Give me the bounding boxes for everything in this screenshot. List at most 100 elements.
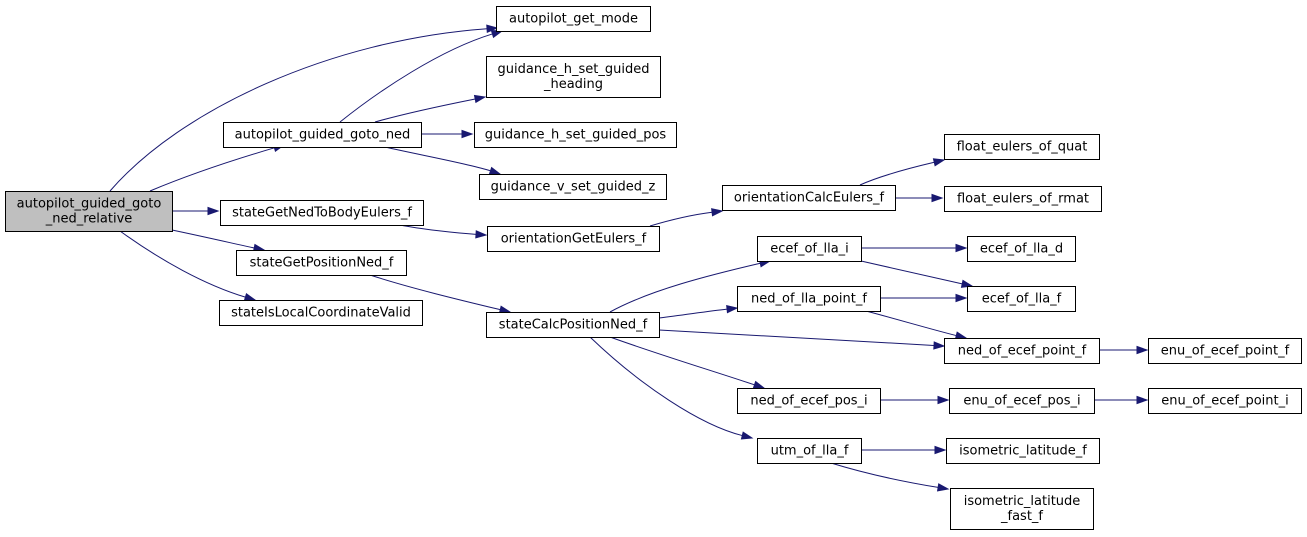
edge-eoli-to-eolf: [860, 260, 974, 288]
edge-agn-to-ghsp: [421, 129, 474, 139]
arrowhead: [933, 341, 946, 350]
node-box: [967, 286, 1076, 312]
arrowhead: [931, 193, 944, 203]
node-sgpn[interactable]: stateGetPositionNed_f: [236, 250, 407, 276]
arrowhead: [475, 230, 488, 239]
arrowhead: [954, 331, 968, 340]
node-eoli[interactable]: ecef_of_lla_i: [757, 236, 862, 262]
node-ghsp[interactable]: guidance_h_set_guided_pos: [474, 122, 677, 148]
node-label: _heading: [543, 77, 603, 92]
node-oce[interactable]: orientationCalcEulers_f: [722, 185, 896, 211]
node-box: [479, 174, 667, 200]
node-label: stateCalcPositionNed_f: [499, 318, 648, 333]
node-label: _ned_relative: [45, 212, 133, 227]
node-oge[interactable]: orientationGetEulers_f: [487, 226, 660, 252]
node-label: ecef_of_lla_f: [982, 292, 1062, 307]
arrowhead: [207, 206, 220, 216]
node-noepi[interactable]: ned_of_ecef_pos_i: [737, 388, 881, 414]
node-nolp[interactable]: ned_of_lla_point_f: [737, 286, 881, 312]
edge-line: [860, 260, 963, 285]
node-label: ecef_of_lla_d: [980, 242, 1063, 257]
edge-line: [865, 310, 957, 337]
arrowhead: [488, 166, 502, 175]
node-eoepi[interactable]: enu_of_ecef_pos_i: [949, 388, 1095, 414]
edge-line: [658, 308, 728, 319]
edge-line: [171, 229, 255, 249]
edge-root-to-sgpn: [171, 229, 266, 252]
node-sgnbe[interactable]: stateGetNedToBodyEulers_f: [220, 200, 424, 226]
node-agm[interactable]: autopilot_get_mode: [496, 6, 651, 32]
edge-oge-to-oce: [649, 208, 724, 227]
node-box: [967, 236, 1076, 262]
nodes-layer: autopilot_guided_goto_ned_relative autopi…: [5, 6, 1302, 530]
arrowhead: [1136, 395, 1149, 405]
node-silcv[interactable]: stateIsLocalCoordinateValid: [219, 300, 423, 326]
edge-oce-to-fer: [895, 193, 944, 203]
node-feq[interactable]: float_eulers_of_quat: [944, 134, 1100, 160]
node-box: [757, 236, 862, 262]
node-eoepti[interactable]: enu_of_ecef_point_i: [1148, 388, 1302, 414]
edge-root-to-sgnbe: [172, 206, 220, 216]
edge-noepi-to-eoepi: [880, 395, 950, 405]
arrowhead: [726, 304, 739, 314]
node-box: [950, 488, 1094, 530]
node-ghsh[interactable]: guidance_h_set_guided_heading: [486, 56, 661, 98]
node-label: isometric_latitude: [964, 494, 1081, 509]
edge-line: [369, 274, 501, 311]
node-box: [223, 122, 422, 148]
node-eoepf[interactable]: enu_of_ecef_point_f: [1148, 338, 1302, 364]
edge-line: [399, 224, 477, 235]
arrowhead: [937, 395, 950, 405]
edge-line: [339, 33, 493, 123]
node-box: [236, 250, 407, 276]
node-eold[interactable]: ecef_of_lla_d: [967, 236, 1076, 262]
node-label: stateGetPositionNed_f: [250, 256, 394, 271]
node-label: enu_of_ecef_pos_i: [963, 394, 1080, 409]
node-gvsz[interactable]: guidance_v_set_guided_z: [479, 174, 667, 200]
edge-line: [109, 28, 488, 192]
edge-agn-to-agm: [339, 30, 504, 123]
node-box: [486, 312, 660, 338]
arrowhead: [934, 445, 947, 455]
edge-line: [589, 336, 743, 437]
node-label: enu_of_ecef_point_f: [1161, 344, 1290, 359]
node-box: [737, 286, 881, 312]
node-ilf[interactable]: isometric_latitude_f: [946, 438, 1100, 464]
node-label: ned_of_ecef_pos_i: [750, 394, 867, 409]
node-ilff[interactable]: isometric_latitude_fast_f: [950, 488, 1094, 530]
edge-line: [609, 262, 761, 313]
node-eolf[interactable]: ecef_of_lla_f: [967, 286, 1076, 312]
edge-line: [649, 211, 713, 227]
node-scpn[interactable]: stateCalcPositionNed_f: [486, 312, 660, 338]
node-label: stateIsLocalCoordinateValid: [231, 306, 411, 321]
arrowhead: [955, 243, 968, 253]
node-label: autopilot_guided_goto_ned: [235, 128, 411, 143]
node-label: _fast_f: [1000, 509, 1043, 524]
arrowhead: [960, 279, 974, 288]
arrowhead: [486, 24, 499, 33]
edge-eoli-to-eold: [861, 243, 968, 253]
edge-line: [384, 146, 491, 172]
node-agn[interactable]: autopilot_guided_goto_ned: [223, 122, 422, 148]
node-label: isometric_latitude_f: [959, 444, 1087, 459]
edge-scpn-to-noepi: [609, 336, 766, 389]
edge-noep-to-eoepf: [1099, 345, 1149, 355]
node-box: [474, 122, 677, 148]
node-noep[interactable]: ned_of_ecef_point_f: [944, 338, 1100, 364]
node-fer[interactable]: float_eulers_of_rmat: [944, 186, 1102, 212]
node-label: guidance_v_set_guided_z: [491, 180, 656, 195]
arrowhead: [955, 293, 968, 303]
node-box: [1148, 338, 1302, 364]
node-box: [944, 338, 1100, 364]
arrowhead: [243, 292, 257, 302]
arrowhead: [461, 129, 474, 139]
node-box: [949, 388, 1095, 414]
edge-line: [658, 329, 935, 346]
node-label: ecef_of_lla_i: [770, 242, 849, 257]
node-uolf[interactable]: utm_of_lla_f: [757, 438, 862, 464]
node-label: guidance_h_set_guided: [498, 62, 650, 77]
edge-sgpn-to-scpn: [369, 274, 512, 314]
node-root[interactable]: autopilot_guided_goto_ned_relative: [5, 191, 173, 232]
node-box: [487, 226, 660, 252]
node-box: [219, 300, 423, 326]
